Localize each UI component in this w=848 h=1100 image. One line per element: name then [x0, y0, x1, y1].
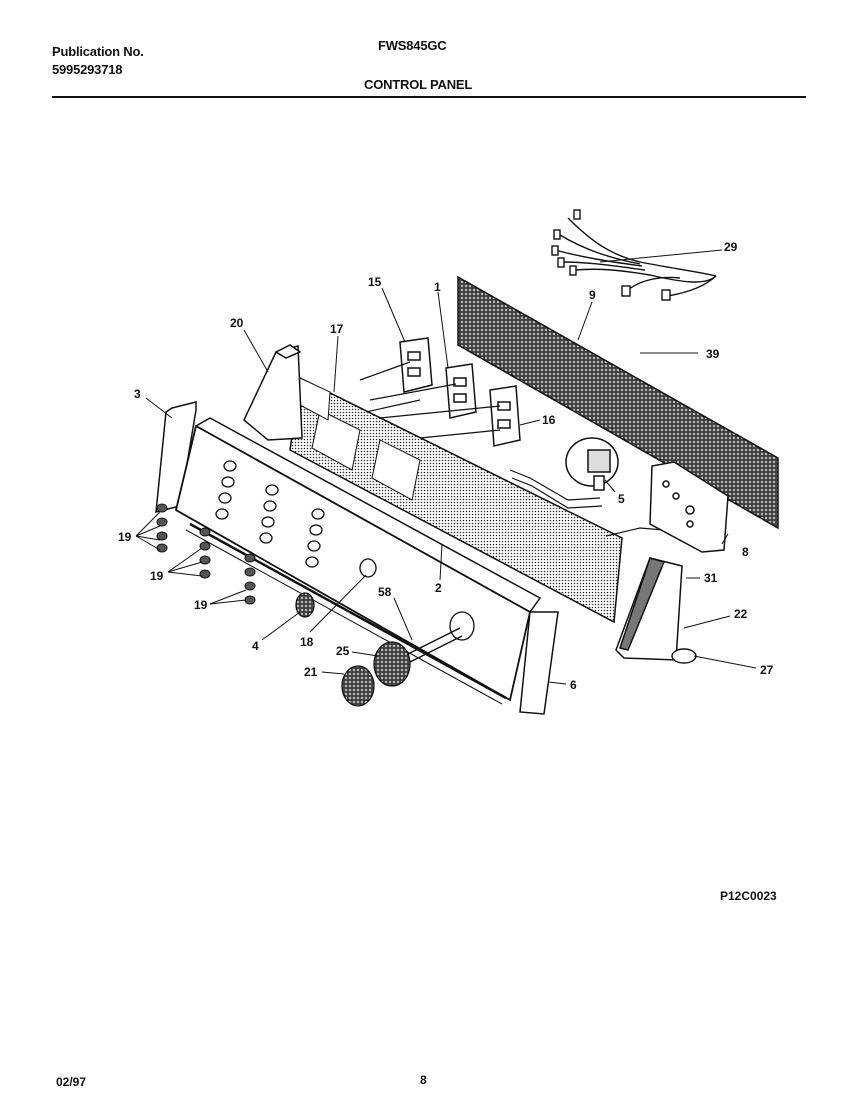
callout-19: 19: [194, 598, 208, 612]
callout-3: 3: [134, 387, 141, 401]
control-console: [174, 417, 542, 705]
model-number: FWS845GC: [378, 38, 447, 53]
callout-27: 27: [760, 663, 774, 677]
footer-page-number: 8: [420, 1073, 427, 1087]
callout-21: 21: [304, 665, 318, 679]
callout-16: 16: [542, 413, 556, 427]
button-holes: [215, 460, 475, 641]
section-title: CONTROL PANEL: [364, 77, 473, 92]
callout-22: 22: [734, 607, 748, 621]
push-buttons: [156, 503, 256, 605]
publication-number: 5995293718: [52, 62, 123, 77]
callout-labels: 29 15 1 9 20 17 39 3 16 5 19 8 19 2 31 1…: [118, 240, 774, 692]
knobs: [295, 592, 411, 707]
callout-20: 20: [230, 316, 244, 330]
callout-5: 5: [618, 492, 625, 506]
wire-harness: [551, 209, 717, 301]
timer: [565, 437, 619, 491]
callout-6: 6: [570, 678, 577, 692]
footer-date: 02/97: [56, 1075, 87, 1089]
callout-17: 17: [330, 322, 344, 336]
callout-19: 19: [118, 530, 132, 544]
callout-4: 4: [252, 639, 259, 653]
rear-panel: [457, 275, 779, 530]
side-bracket: [615, 557, 683, 661]
figure-code: P12C0023: [720, 889, 777, 903]
callout-31: 31: [704, 571, 718, 585]
callout-15: 15: [368, 275, 382, 289]
internal-wiring: [509, 469, 665, 537]
timer-shaft: [407, 627, 463, 663]
switch-bracket: [399, 337, 521, 447]
callout-39: 39: [706, 347, 720, 361]
panel-frame: [289, 376, 623, 624]
callout-2: 2: [435, 581, 442, 595]
callout-29: 29: [724, 240, 738, 254]
callout-25: 25: [336, 644, 350, 658]
left-end-bracket: [243, 344, 303, 441]
callout-58: 58: [378, 585, 392, 599]
callout-9: 9: [589, 288, 596, 302]
publication-label: Publication No.: [52, 44, 144, 59]
header-rule: [52, 96, 806, 98]
clip: [671, 648, 697, 664]
leader-lines: [135, 249, 757, 685]
right-end-cap: [519, 611, 559, 715]
callout-18: 18: [300, 635, 314, 649]
callout-1: 1: [434, 280, 441, 294]
control-module: [649, 461, 729, 553]
callout-8: 8: [742, 545, 749, 559]
callout-19: 19: [150, 569, 164, 583]
